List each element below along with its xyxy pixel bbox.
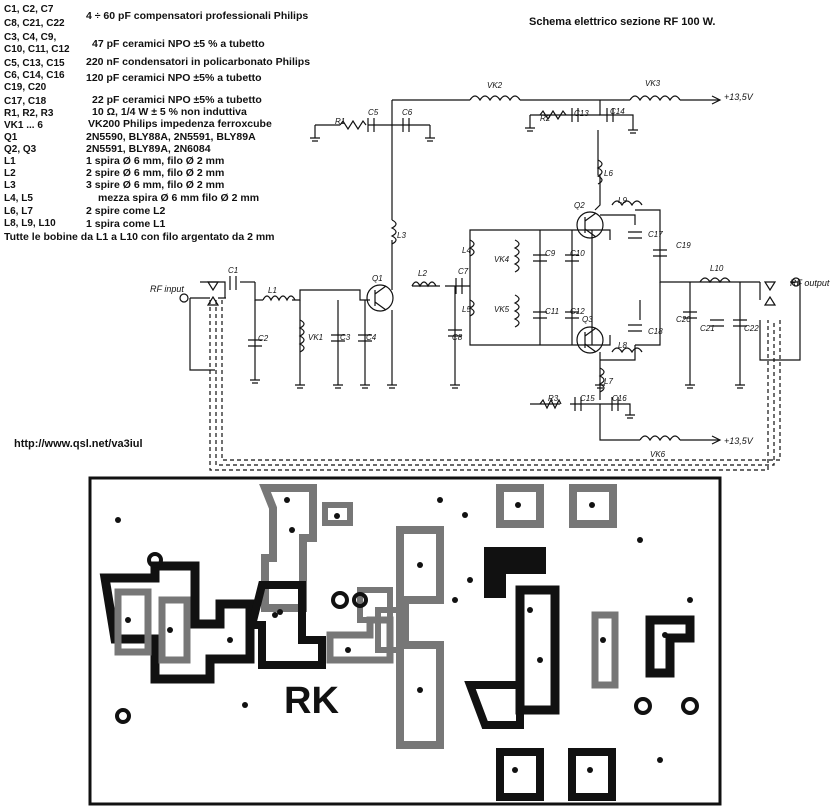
component-label: Q2 <box>574 201 585 210</box>
part-ref: C8, C21, C22 <box>4 18 65 29</box>
component-label: C8 <box>452 333 463 342</box>
component-label: C18 <box>648 327 663 336</box>
part-desc: VK200 Philips impedenza ferroxcube <box>88 118 272 130</box>
component-label: R2 <box>540 114 551 123</box>
part-ref: Q2, Q3 <box>4 144 37 155</box>
supply-label-top: +13,5V <box>724 92 754 102</box>
component-label: C1 <box>228 266 238 275</box>
component-label: Q3 <box>582 315 593 324</box>
component-label: VK5 <box>494 305 510 314</box>
part-desc: 1 spira Ø 6 mm, filo Ø 2 mm <box>86 155 225 167</box>
part-ref: C3, C4, C9, <box>4 32 57 43</box>
component-label: C4 <box>366 333 377 342</box>
component-label: VK4 <box>494 255 510 264</box>
component-label: C3 <box>340 333 351 342</box>
part-desc: mezza spira Ø 6 mm filo Ø 2 mm <box>98 192 260 204</box>
component-label: L4 <box>462 246 471 255</box>
schematic-labels: RF input RF output +13,5V +13,5V VK2 VK3… <box>150 79 830 459</box>
part-desc: 2N5591, BLY89A, 2N6084 <box>86 143 211 155</box>
part-desc: 22 pF ceramici NPO ±5% a tubetto <box>92 94 262 106</box>
part-desc: 1 spira come L1 <box>86 218 166 230</box>
part-desc: 4 ÷ 60 pF compensatori professionali Phi… <box>86 10 309 22</box>
part-ref: C19, C20 <box>4 82 47 93</box>
part-ref: Q1 <box>4 132 18 143</box>
component-label: L6 <box>604 169 613 178</box>
component-label: VK2 <box>487 81 503 90</box>
component-label: C11 <box>545 307 559 316</box>
part-desc: 47 pF ceramici NPO ±5 % a tubetto <box>92 38 265 50</box>
component-label: C2 <box>258 334 269 343</box>
part-desc: 3 spire Ø 6 mm, filo Ø 2 mm <box>86 179 225 191</box>
part-desc: 10 Ω, 1/4 W ± 5 % non induttiva <box>92 106 247 118</box>
component-label: C19 <box>676 241 691 250</box>
part-ref: L3 <box>4 180 16 191</box>
part-ref: L2 <box>4 168 16 179</box>
component-label: C14 <box>610 107 625 116</box>
part-ref: C5, C13, C15 <box>4 58 65 69</box>
component-label: L3 <box>397 231 406 240</box>
source-url: http://www.qsl.net/va3iul <box>14 438 143 450</box>
component-label: VK6 <box>650 450 666 459</box>
component-label: C13 <box>574 109 589 118</box>
component-label: L9 <box>618 196 627 205</box>
schematic-diagram: RF input RF output +13,5V +13,5V VK2 VK3… <box>150 79 830 471</box>
component-label: C22 <box>744 324 759 333</box>
schematic-title: Schema elettrico sezione RF 100 W. <box>529 16 716 28</box>
part-ref: C1, C2, C7 <box>4 4 54 15</box>
part-desc: 220 nF condensatori in policarbonato Phi… <box>86 56 311 68</box>
part-ref: C17, C18 <box>4 96 47 107</box>
part-ref: L4, L5 <box>4 193 33 204</box>
component-label: L1 <box>268 286 277 295</box>
part-desc: 2N5590, BLY88A, 2N5591, BLY89A <box>86 131 256 143</box>
component-label: C5 <box>368 108 379 117</box>
component-label: VK1 <box>308 333 323 342</box>
component-label: L8 <box>618 341 627 350</box>
footnote: Tutte le bobine da L1 a L10 con filo arg… <box>4 231 275 243</box>
part-ref: L8, L9, L10 <box>4 218 56 229</box>
component-label: L2 <box>418 269 427 278</box>
component-label: C6 <box>402 108 413 117</box>
component-label: C10 <box>570 249 585 258</box>
part-ref: L1 <box>4 156 16 167</box>
part-ref: L6, L7 <box>4 206 33 217</box>
part-ref: R1, R2, R3 <box>4 108 54 119</box>
component-label: VK3 <box>645 79 661 88</box>
component-label: C9 <box>545 249 556 258</box>
part-ref: C6, C14, C16 <box>4 70 65 81</box>
part-desc: 2 spire Ø 6 mm, filo Ø 2 mm <box>86 167 225 179</box>
component-label: C17 <box>648 230 663 239</box>
component-label: C20 <box>676 315 691 324</box>
part-desc: 120 pF ceramici NPO ±5% a tubetto <box>86 72 262 84</box>
component-label: L5 <box>462 305 471 314</box>
component-label: C16 <box>612 394 627 403</box>
part-desc: 2 spire come L2 <box>86 205 166 217</box>
rf-output-label: RF output <box>790 278 830 288</box>
component-label: R1 <box>335 117 345 126</box>
pcb-marking: RK <box>284 680 339 722</box>
supply-label-bottom: +13,5V <box>724 436 754 446</box>
component-label: C12 <box>570 307 585 316</box>
component-label: Q1 <box>372 274 383 283</box>
component-label: C15 <box>580 394 595 403</box>
component-label: L10 <box>710 264 724 273</box>
component-label: R3 <box>548 394 559 403</box>
component-label: C7 <box>458 267 469 276</box>
rf-input-label: RF input <box>150 284 184 294</box>
component-label: C21 <box>700 324 715 333</box>
component-label: L7 <box>604 377 613 386</box>
part-ref: C10, C11, C12 <box>4 44 70 55</box>
part-ref: VK1 ... 6 <box>4 120 43 131</box>
